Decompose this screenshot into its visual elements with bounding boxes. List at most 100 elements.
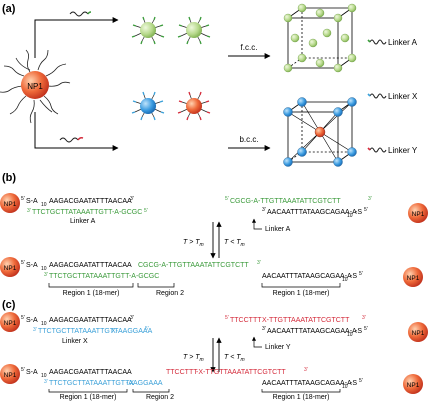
c-linker-x-left: TTCTGCTTATAAATTGTT xyxy=(38,328,119,335)
green-np-1 xyxy=(140,22,156,38)
svg-text:S-A: S-A xyxy=(26,369,38,376)
svg-text:NP1: NP1 xyxy=(407,382,420,389)
np1-particle xyxy=(21,71,49,99)
svg-text:S-A: S-A xyxy=(26,198,38,205)
c-region2: Region 2 xyxy=(146,394,174,401)
linker-legend: Linker A Linker X Linker Y xyxy=(367,38,418,155)
svg-text:3': 3' xyxy=(33,327,37,333)
svg-text:3': 3' xyxy=(368,196,372,202)
b-t-greater: T > Tm xyxy=(183,239,204,248)
svg-text:10: 10 xyxy=(347,332,353,338)
green-np-pair xyxy=(131,16,211,45)
svg-text:NP1: NP1 xyxy=(4,265,17,272)
svg-text:NP1: NP1 xyxy=(412,330,425,337)
c-bottom-left-tail: -AAGGAAA xyxy=(126,380,163,387)
c-region1-left: Region 1 (18-mer) xyxy=(60,394,117,401)
b-region1-left: Region 1 (18-mer) xyxy=(63,290,120,297)
legend-linker-y: Linker Y xyxy=(388,146,418,155)
np1-b-bottom-left xyxy=(0,257,20,277)
svg-text:3': 3' xyxy=(130,196,134,202)
svg-text:10: 10 xyxy=(342,277,348,283)
svg-text:10: 10 xyxy=(41,202,47,208)
svg-text:10: 10 xyxy=(41,321,47,327)
b-top-left-strand: AAGACGAATATTTAACAA xyxy=(49,198,132,205)
b-bottom-left-linker: TTCTGCTTATAAATTGTT-A-GCGC xyxy=(49,273,159,280)
legend-linker-x: Linker X xyxy=(388,92,418,101)
bcc-lattice xyxy=(283,97,357,167)
svg-text:5': 5' xyxy=(225,196,229,202)
fcc-lattice xyxy=(283,3,357,73)
svg-text:3': 3' xyxy=(257,260,261,266)
svg-text:5': 5' xyxy=(364,207,368,213)
svg-text:NP1: NP1 xyxy=(412,211,425,218)
c-region1-right: Region 1 (18-mer) xyxy=(273,394,330,401)
np1-c-bottom-left xyxy=(0,364,20,384)
svg-text:NP1: NP1 xyxy=(4,201,17,208)
red-np xyxy=(186,98,202,114)
c-bottom-right-strand: AACAATTTATAAGCAGAA-A xyxy=(262,380,352,387)
svg-text:5': 5' xyxy=(359,271,363,277)
svg-text:3': 3' xyxy=(44,379,48,385)
svg-text:-S: -S xyxy=(355,209,362,216)
linker-a-icon-arrow xyxy=(69,11,89,17)
svg-text:5': 5' xyxy=(364,326,368,332)
svg-text:3': 3' xyxy=(130,315,134,321)
svg-text:5': 5' xyxy=(225,315,229,321)
b-linker-a-left-label: Linker A xyxy=(70,218,96,225)
svg-text:5': 5' xyxy=(145,326,149,332)
arrow-to-green xyxy=(34,17,119,58)
svg-text:3': 3' xyxy=(262,207,266,213)
fcc-label: f.c.c. xyxy=(241,43,258,52)
svg-text:NP1: NP1 xyxy=(4,320,17,327)
c-top-left-strand: AAGACGAATATTTAACAA xyxy=(49,317,132,324)
svg-text:NP1: NP1 xyxy=(407,275,420,282)
svg-text:3': 3' xyxy=(304,367,308,373)
c-bottom-mid-rest: -X-TTGTTAAATATTCGTCTT xyxy=(196,369,286,376)
svg-text:S-A: S-A xyxy=(26,262,38,269)
c-top-right-strand: AACAATTTATAAGCAGAA-A xyxy=(267,328,357,335)
b-linker-a-right: CGCG-A-TTGTTAAATATTCGTCTT xyxy=(230,198,341,205)
b-region2: Region 2 xyxy=(156,290,184,297)
c-linker-y-right: TTCCTTT xyxy=(230,317,262,324)
blue-np xyxy=(140,98,156,114)
panel-c-label: (c) xyxy=(2,299,16,311)
svg-text:5': 5' xyxy=(21,315,25,321)
svg-text:-S: -S xyxy=(350,273,357,280)
svg-text:10: 10 xyxy=(41,373,47,379)
svg-text:5': 5' xyxy=(144,208,148,214)
c-t-less: T < Tm xyxy=(224,354,245,363)
c-linker-y-rest: X-TTGTTAAATATTCGTCTT xyxy=(262,317,350,324)
b-region1-right: Region 1 (18-mer) xyxy=(273,290,330,297)
svg-text:10: 10 xyxy=(41,266,47,272)
green-np-2 xyxy=(186,22,202,38)
np1-c-top-left xyxy=(0,312,20,332)
panel-a: (a) NP1 xyxy=(0,3,418,167)
np1-b-bottom-right xyxy=(403,267,423,287)
svg-text:-S: -S xyxy=(350,380,357,387)
svg-text:5': 5' xyxy=(21,367,25,373)
panel-b-label: (b) xyxy=(2,172,16,184)
np1-label: NP1 xyxy=(27,82,43,91)
np1-c-top-right xyxy=(408,322,428,342)
panel-c: (c) NP1 5' S-A 10 AAGACGAATATTTAACAA 3' … xyxy=(0,299,428,401)
b-bottom-left-strand: AAGACGAATATTTAACAA xyxy=(49,262,132,269)
b-linker-a-right-label: Linker A xyxy=(265,226,291,233)
c-linker-y-label: Linker Y xyxy=(265,344,291,351)
svg-text:NP1: NP1 xyxy=(4,372,17,379)
b-bottom-mid: CGCG-A-TTGTTAAATATTCGTCTT xyxy=(138,262,249,269)
svg-text:3': 3' xyxy=(362,315,366,321)
legend-linker-a: Linker A xyxy=(388,38,418,47)
b-t-less: T < Tm xyxy=(224,239,245,248)
arrow-to-blue-red xyxy=(34,112,119,151)
svg-text:5': 5' xyxy=(359,378,363,384)
bcc-label: b.c.c. xyxy=(239,135,258,144)
b-bottom-right-strand: AACAATTTATAAGCAGAA-A xyxy=(262,273,352,280)
c-bottom-left-strand: AAGACGAATATTTAACAA xyxy=(49,369,132,376)
svg-text:10: 10 xyxy=(342,384,348,390)
blue-red-np-pair xyxy=(131,91,211,121)
c-bottom-left-linker: TTCTGCTTATAAATTGTTX xyxy=(49,380,134,387)
svg-text:5': 5' xyxy=(21,196,25,202)
np1-b-top-left xyxy=(0,193,20,213)
svg-text:10: 10 xyxy=(347,213,353,219)
linker-xy-icon-arrow xyxy=(59,137,79,143)
